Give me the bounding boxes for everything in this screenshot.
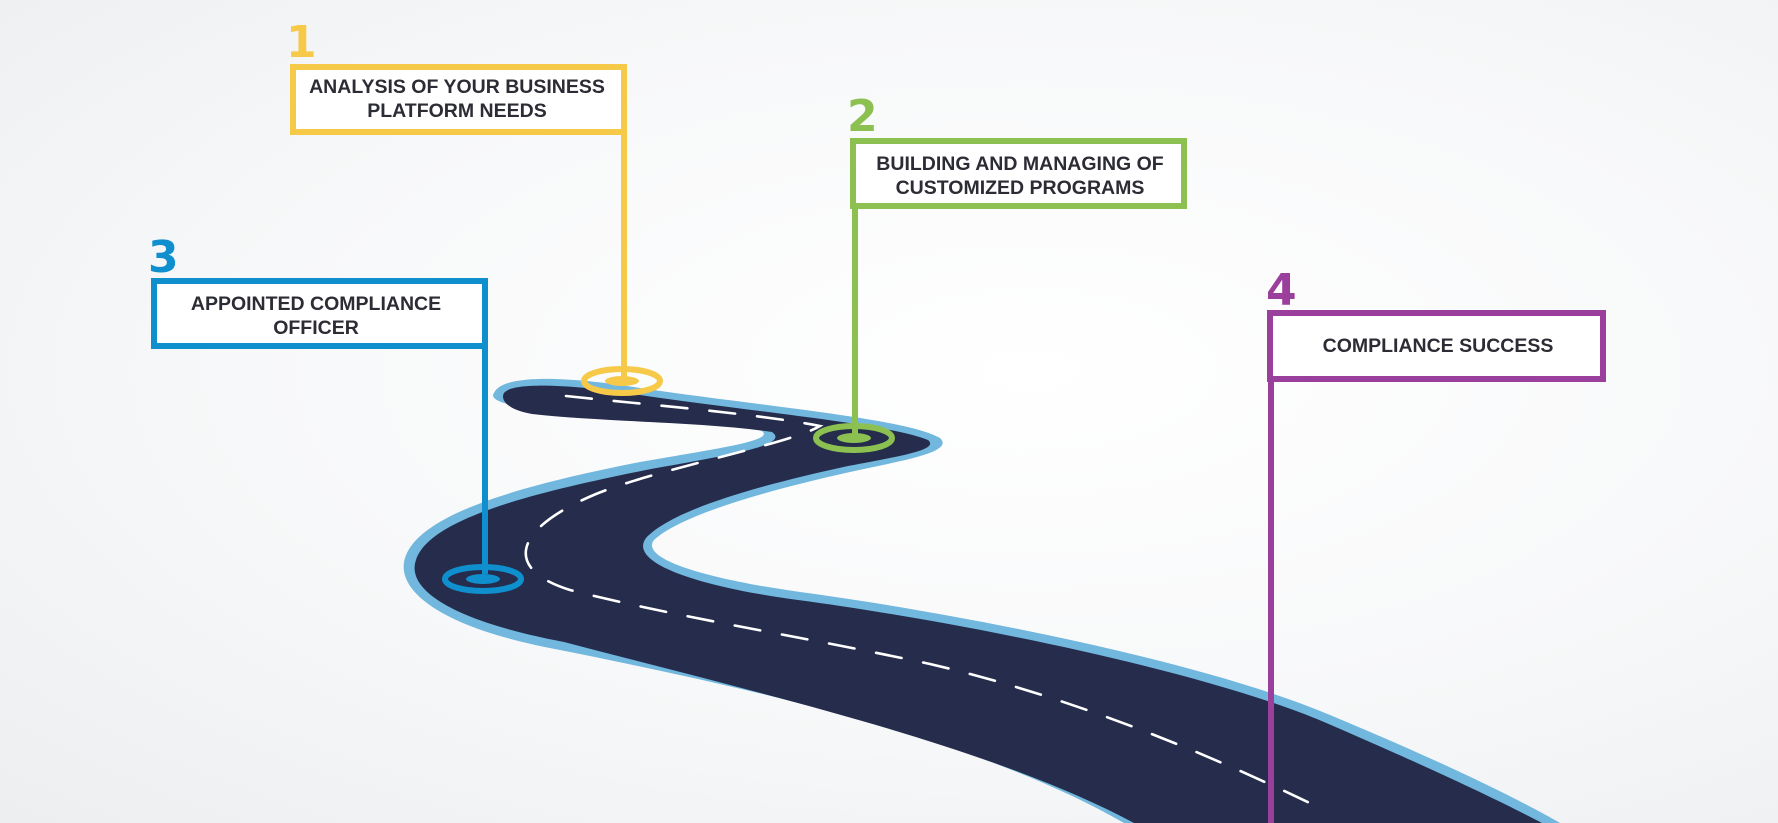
road-lane-marking [524,394,1322,810]
milestone-1-line-1: ANALYSIS OF YOUR BUSINESS [309,76,605,98]
milestone-3-line-2: OFFICER [273,317,359,339]
road-asphalt [414,385,1542,823]
milestone-1-flag-box [290,64,627,135]
milestone-3-flag-box [151,278,488,349]
milestone-1: 1 ANALYSIS OF YOUR BUSINESS PLATFORM NEE… [286,17,663,396]
milestone-2: 2 BUILDING AND MANAGING OF CUSTOMIZED PR… [813,91,1187,453]
milestone-3: 3 APPOINTED COMPLIANCE OFFICER [148,232,524,594]
milestone-1-number: 1 [286,17,317,68]
milestone-3-number: 3 [148,232,179,283]
milestone-4: 4 COMPLIANCE SUCCESS [1266,265,1606,823]
road [403,378,1560,823]
milestone-3-line-1: APPOINTED COMPLIANCE [191,293,441,315]
milestone-4-line-1: COMPLIANCE SUCCESS [1323,335,1554,357]
milestone-4-number: 4 [1266,265,1297,316]
milestone-2-flag-box [850,138,1187,209]
milestone-2-number: 2 [847,91,878,142]
milestone-2-line-1: BUILDING AND MANAGING OF [876,153,1164,175]
milestone-2-line-2: CUSTOMIZED PROGRAMS [896,177,1145,199]
milestone-1-line-2: PLATFORM NEEDS [367,100,546,122]
milestone-4-flag-box [1267,310,1606,382]
